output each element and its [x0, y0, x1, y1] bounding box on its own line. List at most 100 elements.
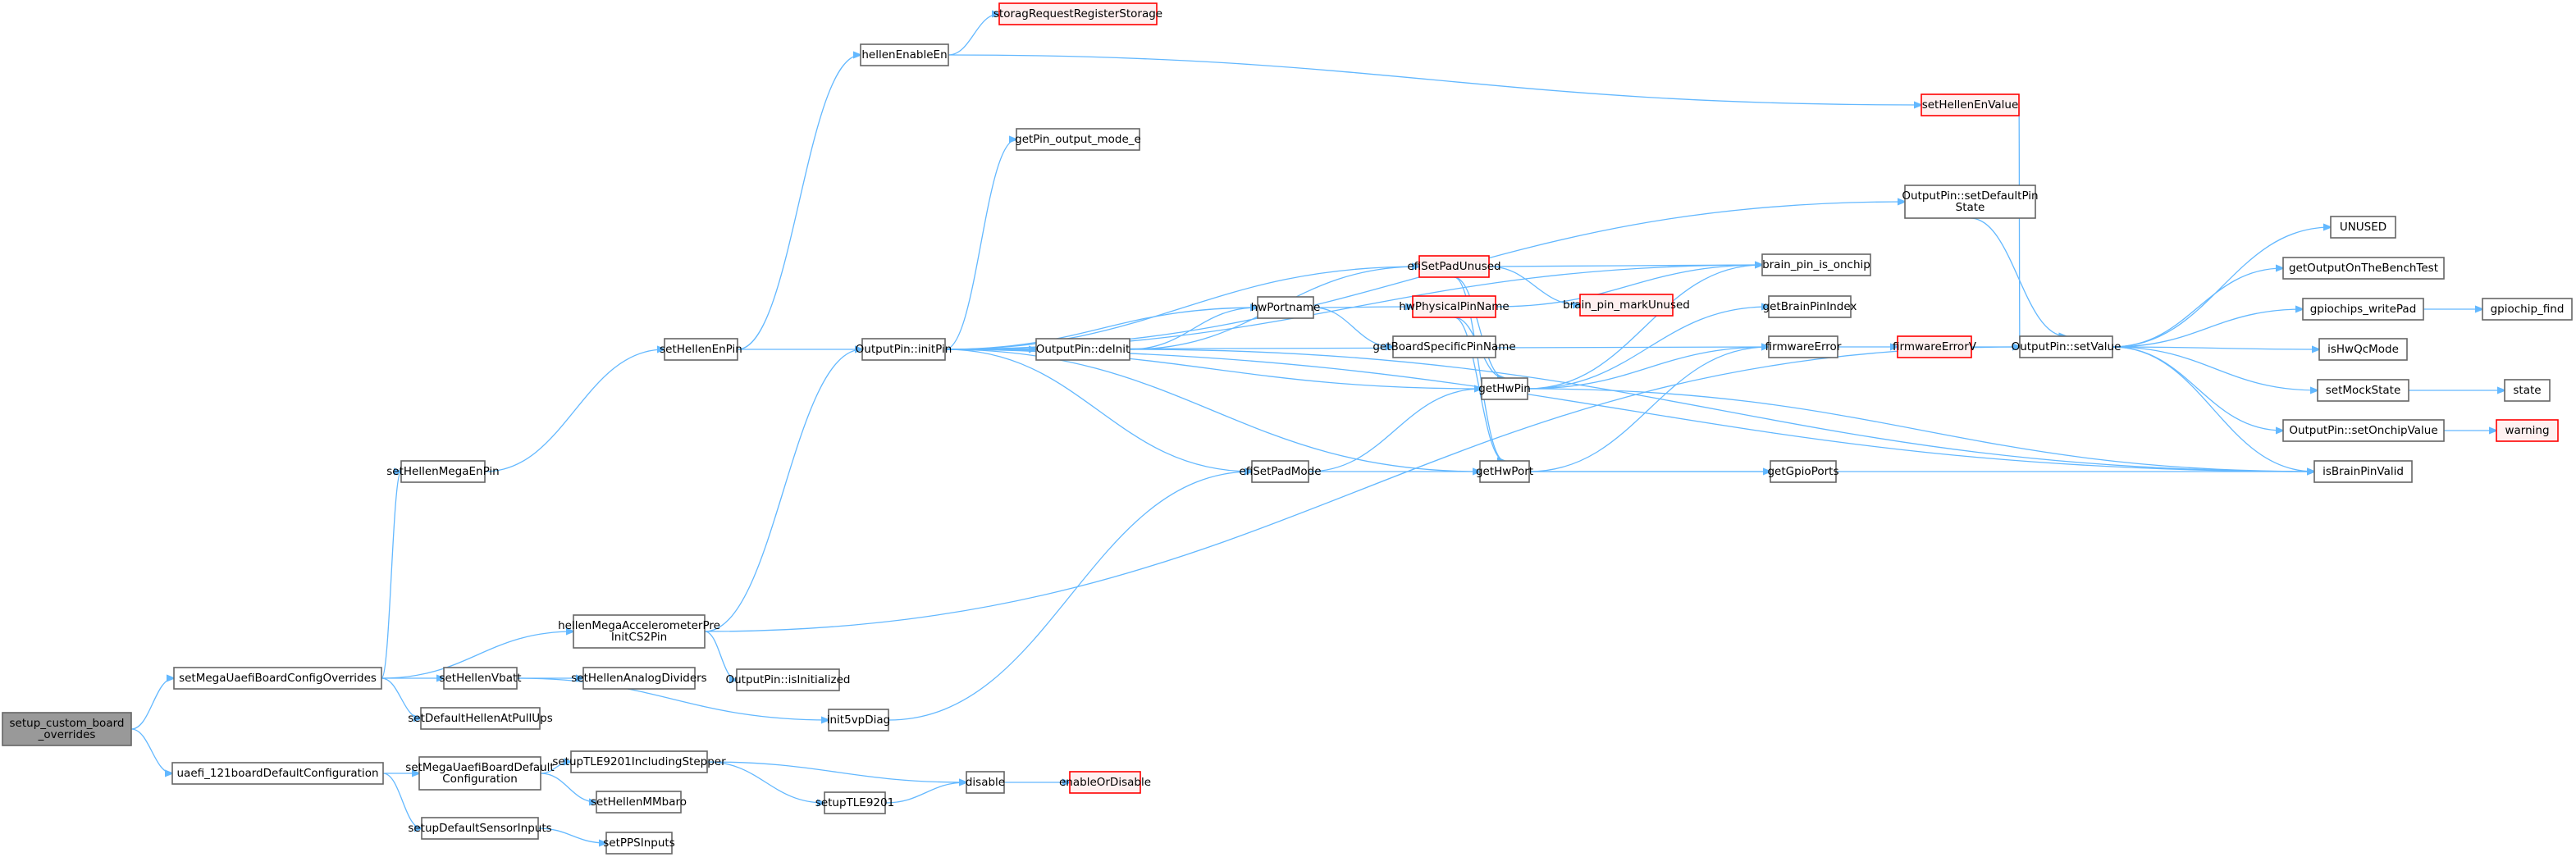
node-gpiochips-write-pad[interactable]: gpiochips_writePad — [2302, 298, 2424, 321]
node-box[interactable] — [2282, 419, 2445, 442]
node-box[interactable] — [1481, 377, 1528, 400]
node-box[interactable] — [605, 832, 673, 855]
node-box[interactable] — [171, 762, 384, 785]
node-box[interactable] — [1761, 253, 1871, 276]
node-enable-or-disable[interactable]: enableOrDisable — [1059, 771, 1151, 794]
node-setup-custom-board-overrides[interactable]: setup_custom_board_overrides — [2, 712, 132, 746]
node-set-ppsinputs[interactable]: setPPSInputs — [603, 832, 675, 855]
node-output-pin-is-initialized[interactable]: OutputPin::isInitialized — [726, 668, 851, 691]
node-box[interactable] — [1418, 255, 1490, 278]
node-box[interactable] — [824, 791, 886, 814]
node-box[interactable] — [2302, 298, 2424, 321]
node-output-pin-de-init[interactable]: OutputPin::deInit — [1035, 338, 1130, 361]
node-storag-request-register-storage[interactable]: storagRequestRegisterStorage — [993, 2, 1162, 25]
node-box[interactable] — [861, 338, 946, 361]
node-unused[interactable]: UNUSED — [2330, 216, 2396, 239]
node-box[interactable] — [2313, 460, 2413, 483]
node-box[interactable] — [1897, 335, 1972, 358]
node-box[interactable] — [1251, 460, 1309, 483]
node-gpiochip-find[interactable]: gpiochip_find — [2482, 298, 2573, 321]
node-hw-portname[interactable]: hwPortname — [1251, 296, 1321, 319]
node-box[interactable] — [998, 2, 1158, 25]
node-box[interactable] — [418, 756, 541, 791]
node-get-hw-port[interactable]: getHwPort — [1476, 460, 1533, 483]
node-box[interactable] — [1770, 460, 1837, 483]
node-set-default-hellen-at-pull-ups[interactable]: setDefaultHellenAtPullUps — [408, 707, 553, 730]
node-box[interactable] — [2318, 338, 2408, 361]
node-firmware-error[interactable]: firmwareError — [1765, 335, 1842, 358]
node-efi-set-pad-mode[interactable]: efiSetPadMode — [1239, 460, 1322, 483]
node-get-board-specific-pin-name[interactable]: getBoardSpecificPinName — [1372, 335, 1516, 358]
node-box[interactable] — [1016, 128, 1140, 151]
node-box[interactable] — [573, 614, 706, 649]
node-setup-tle9201-including-stepper[interactable]: setupTLE9201IncludingStepper — [552, 750, 726, 773]
node-get-pin-output-mode-e[interactable]: getPin_output_mode_e — [1015, 128, 1141, 151]
node-output-pin-set-onchip-value[interactable]: OutputPin::setOnchipValue — [2282, 419, 2445, 442]
node-uaefi-121board-default-configuration[interactable]: uaefi_121boardDefaultConfiguration — [171, 762, 384, 785]
node-hellen-enable-en[interactable]: hellenEnableEn — [860, 43, 949, 66]
node-output-pin-init-pin[interactable]: OutputPin::initPin — [856, 338, 952, 361]
node-get-gpio-ports[interactable]: getGpioPorts — [1767, 460, 1839, 483]
node-box[interactable] — [1768, 335, 1838, 358]
node-hw-physical-pin-name[interactable]: hwPhysicalPinName — [1399, 295, 1510, 318]
node-box[interactable] — [860, 43, 949, 66]
node-box[interactable] — [2482, 298, 2573, 321]
node-box[interactable] — [2282, 257, 2445, 280]
node-box[interactable] — [2019, 335, 2113, 358]
node-is-brain-pin-valid[interactable]: isBrainPinValid — [2313, 460, 2413, 483]
node-efi-set-pad-unused[interactable]: efiSetPadUnused — [1407, 255, 1501, 278]
node-set-mega-uaefi-board-config-overrides[interactable]: setMegaUaefiBoardConfigOverrides — [173, 667, 382, 690]
node-get-output-on-the-bench-test[interactable]: getOutputOnTheBenchTest — [2282, 257, 2445, 280]
node-box[interactable] — [1257, 296, 1314, 319]
node-box[interactable] — [664, 338, 738, 361]
node-set-hellen-en-pin[interactable]: setHellenEnPin — [660, 338, 742, 361]
node-box[interactable] — [1412, 295, 1496, 318]
node-box[interactable] — [2504, 379, 2551, 402]
node-box[interactable] — [2, 712, 132, 746]
node-box[interactable] — [2317, 379, 2409, 402]
node-state[interactable]: state — [2504, 379, 2551, 402]
node-set-hellen-mmbaro[interactable]: setHellenMMbaro — [591, 791, 687, 814]
node-disable[interactable]: disable — [966, 771, 1005, 794]
node-box[interactable] — [1479, 460, 1530, 483]
node-box[interactable] — [420, 707, 541, 730]
node-get-brain-pin-index[interactable]: getBrainPinIndex — [1763, 295, 1857, 318]
node-init5vp-diag[interactable]: init5vpDiag — [827, 709, 891, 732]
node-brain-pin-is-onchip[interactable]: brain_pin_is_onchip — [1761, 253, 1871, 276]
node-firmware-error-v[interactable]: firmwareErrorV — [1893, 335, 1977, 358]
node-set-hellen-analog-dividers[interactable]: setHellenAnalogDividers — [571, 667, 707, 690]
node-box[interactable] — [421, 817, 539, 840]
node-box[interactable] — [400, 460, 486, 483]
node-set-hellen-en-value[interactable]: setHellenEnValue — [1921, 93, 2020, 116]
node-set-hellen-vbatt[interactable]: setHellenVbatt — [439, 667, 522, 690]
node-box[interactable] — [736, 668, 840, 691]
node-box[interactable] — [173, 667, 382, 690]
node-box[interactable] — [828, 709, 889, 732]
node-box[interactable] — [1768, 295, 1852, 318]
node-brain-pin-mark-unused[interactable]: brain_pin_markUnused — [1563, 294, 1690, 317]
node-box[interactable] — [582, 667, 696, 690]
node-box[interactable] — [2496, 419, 2559, 442]
node-box[interactable] — [1904, 185, 2036, 219]
node-box[interactable] — [1392, 335, 1496, 358]
node-box[interactable] — [1579, 294, 1674, 317]
node-box[interactable] — [596, 791, 682, 814]
node-setup-tle9201[interactable]: setupTLE9201 — [815, 791, 894, 814]
node-box[interactable] — [570, 750, 708, 773]
node-set-mock-state[interactable]: setMockState — [2317, 379, 2409, 402]
node-set-hellen-mega-en-pin[interactable]: setHellenMegaEnPin — [386, 460, 500, 483]
node-box[interactable] — [966, 771, 1005, 794]
node-box[interactable] — [1035, 338, 1130, 361]
node-warning[interactable]: warning — [2496, 419, 2559, 442]
node-get-hw-pin[interactable]: getHwPin — [1478, 377, 1531, 400]
node-setup-default-sensor-inputs[interactable]: setupDefaultSensorInputs — [408, 817, 552, 840]
node-box[interactable] — [2330, 216, 2396, 239]
node-box[interactable] — [1069, 771, 1141, 794]
node-box[interactable] — [443, 667, 518, 690]
node-box[interactable] — [1921, 93, 2020, 116]
node-is-hw-qc-mode[interactable]: isHwQcMode — [2318, 338, 2408, 361]
node-output-pin-set-value[interactable]: OutputPin::setValue — [2012, 335, 2122, 358]
